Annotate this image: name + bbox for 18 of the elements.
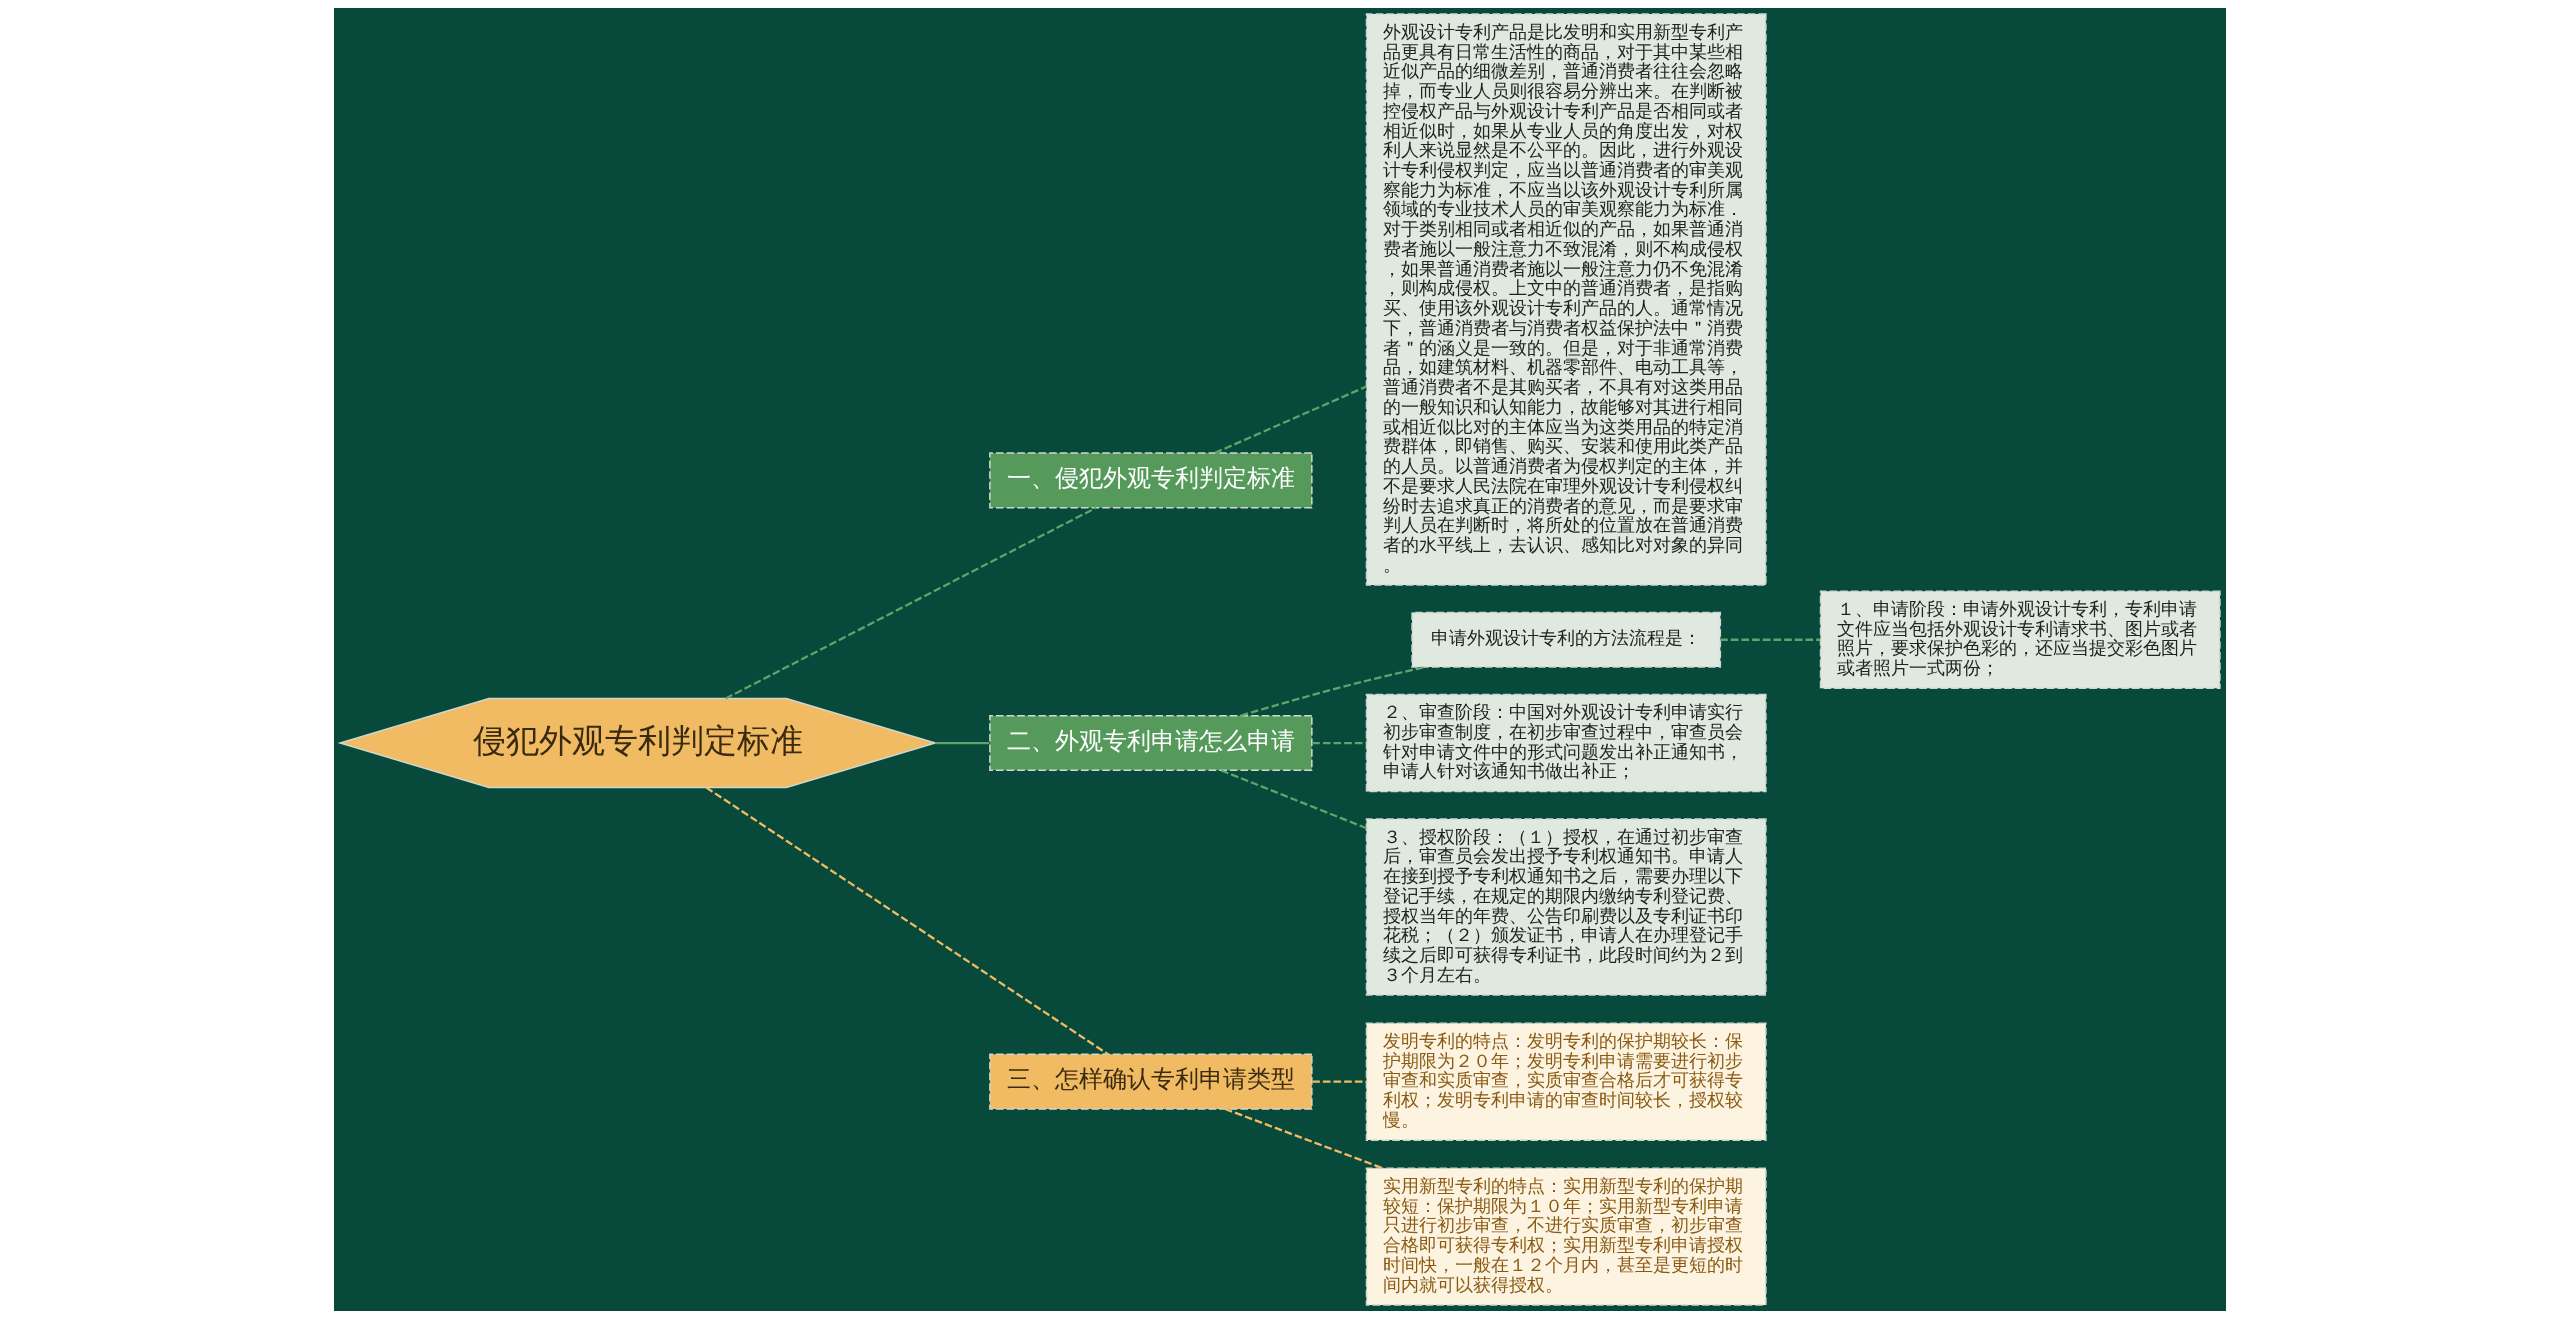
connector <box>935 741 990 745</box>
connector <box>725 506 1097 700</box>
node-box: 发明专利的特点：发明专利的保护期较长：保护期限为２０年；发明专利申请需要进行初步审查和实质审查，实质审查合格后才可获得专利权；发明专利申请的审查时间较长，授权较慢。 <box>1365 1022 1767 1141</box>
node-box: １、申请阶段：申请外观设计专利，专利申请文件应当包括外观设计专利请求书、图片或者照片，要求保护色彩的，还应当提交彩色图片或者照片一式两份； <box>1819 590 2221 690</box>
connector <box>1240 666 1426 717</box>
node-box: 实用新型专利的特点：实用新型专利的保护期较短：保护期限为１０年；实用新型专利申请只进行初步审查，不进行实质审查，初步审查合格即可获得专利权；实用新型专利申请授权时间快，一般在１２个月内，甚至是更短的时间内就可以获得授权。 <box>1365 1167 1767 1306</box>
node-box: 三、怎样确认专利申请类型 <box>989 1053 1313 1110</box>
connector <box>1720 638 1821 641</box>
node-box: 一、侵犯外观专利判定标准 <box>989 452 1313 509</box>
node-box: 申请外观设计专利的方法流程是： <box>1411 611 1722 668</box>
node-box: 二、外观专利申请怎么申请 <box>989 714 1313 772</box>
connector <box>1214 385 1367 454</box>
node-box: ３、授权阶段：（１）授权，在通过初步审查后，审查员会发出授予专利权通知书。申请人在接到授予专利权通知书之后，需要办理以下登记手续，在规定的期限内缴纳专利登记费、授权当年的年费、公告印刷费以及专利证书印花税；（２）颁发证书，申请人在办理登记手续之后即可获得专利证书，此段时间约为２到３个月左右。 <box>1365 818 1767 996</box>
connector <box>705 786 1109 1056</box>
connector <box>1224 1107 1383 1170</box>
connector <box>1220 769 1367 830</box>
node-box: 外观设计专利产品是比发明和实用新型专利产品更具有日常生活性的商品，对于其中某些相近似产品的细微差别，普通消费者往往会忽略掉，而专业人员则很容易分辨出来。在判断被控侵权产品与外观设计专利产品是否相同或者相近似时，如果从专业人员的角度出发，对权利人来说显然是不公平的。因此，进行外观设计专利侵权判定，应当以普通消费者的审美观察能力为标准，不应当以该外观设计专利所属领域的专业技术人员的审美观察能力为标准．对于类别相同或者相近似的产品，如果普通消费者施以一般注意力不致混淆，则不构成侵权，如果普通消费者施以一般注意力仍不免混淆，则构成侵权。上文中的普通消费者，是指购买、使用该外观设计专利产品的人。通常情况下，普通消费者与消费者权益保护法中＂消费者＂的涵义是一致的。但是，对于非通常消费品，如建筑材料、机器零部件、电动工具等，普通消费者不是其购买者，不具有对这类用品的一般知识和认知能力，故能够对其进行相同或相近似比对的主体应当为这类用品的特定消费群体，即销售、购买、安装和使用此类产品的人员。以普通消费者为侵权判定的主体，并不是要求人民法院在审理外观设计专利侵权纠纷时去追求真正的消费者的意见，而是要求审判人员在判断时，将所处的位置放在普通消费者的水平线上，去认识、感知比对对象的异同。 <box>1365 13 1767 586</box>
node-box: ２、审查阶段：中国对外观设计专利申请实行初步审查制度，在初步审查过程中，审查员会针对申请文件中的形式问题发出补正通知书，申请人针对该通知书做出补正； <box>1365 693 1767 793</box>
